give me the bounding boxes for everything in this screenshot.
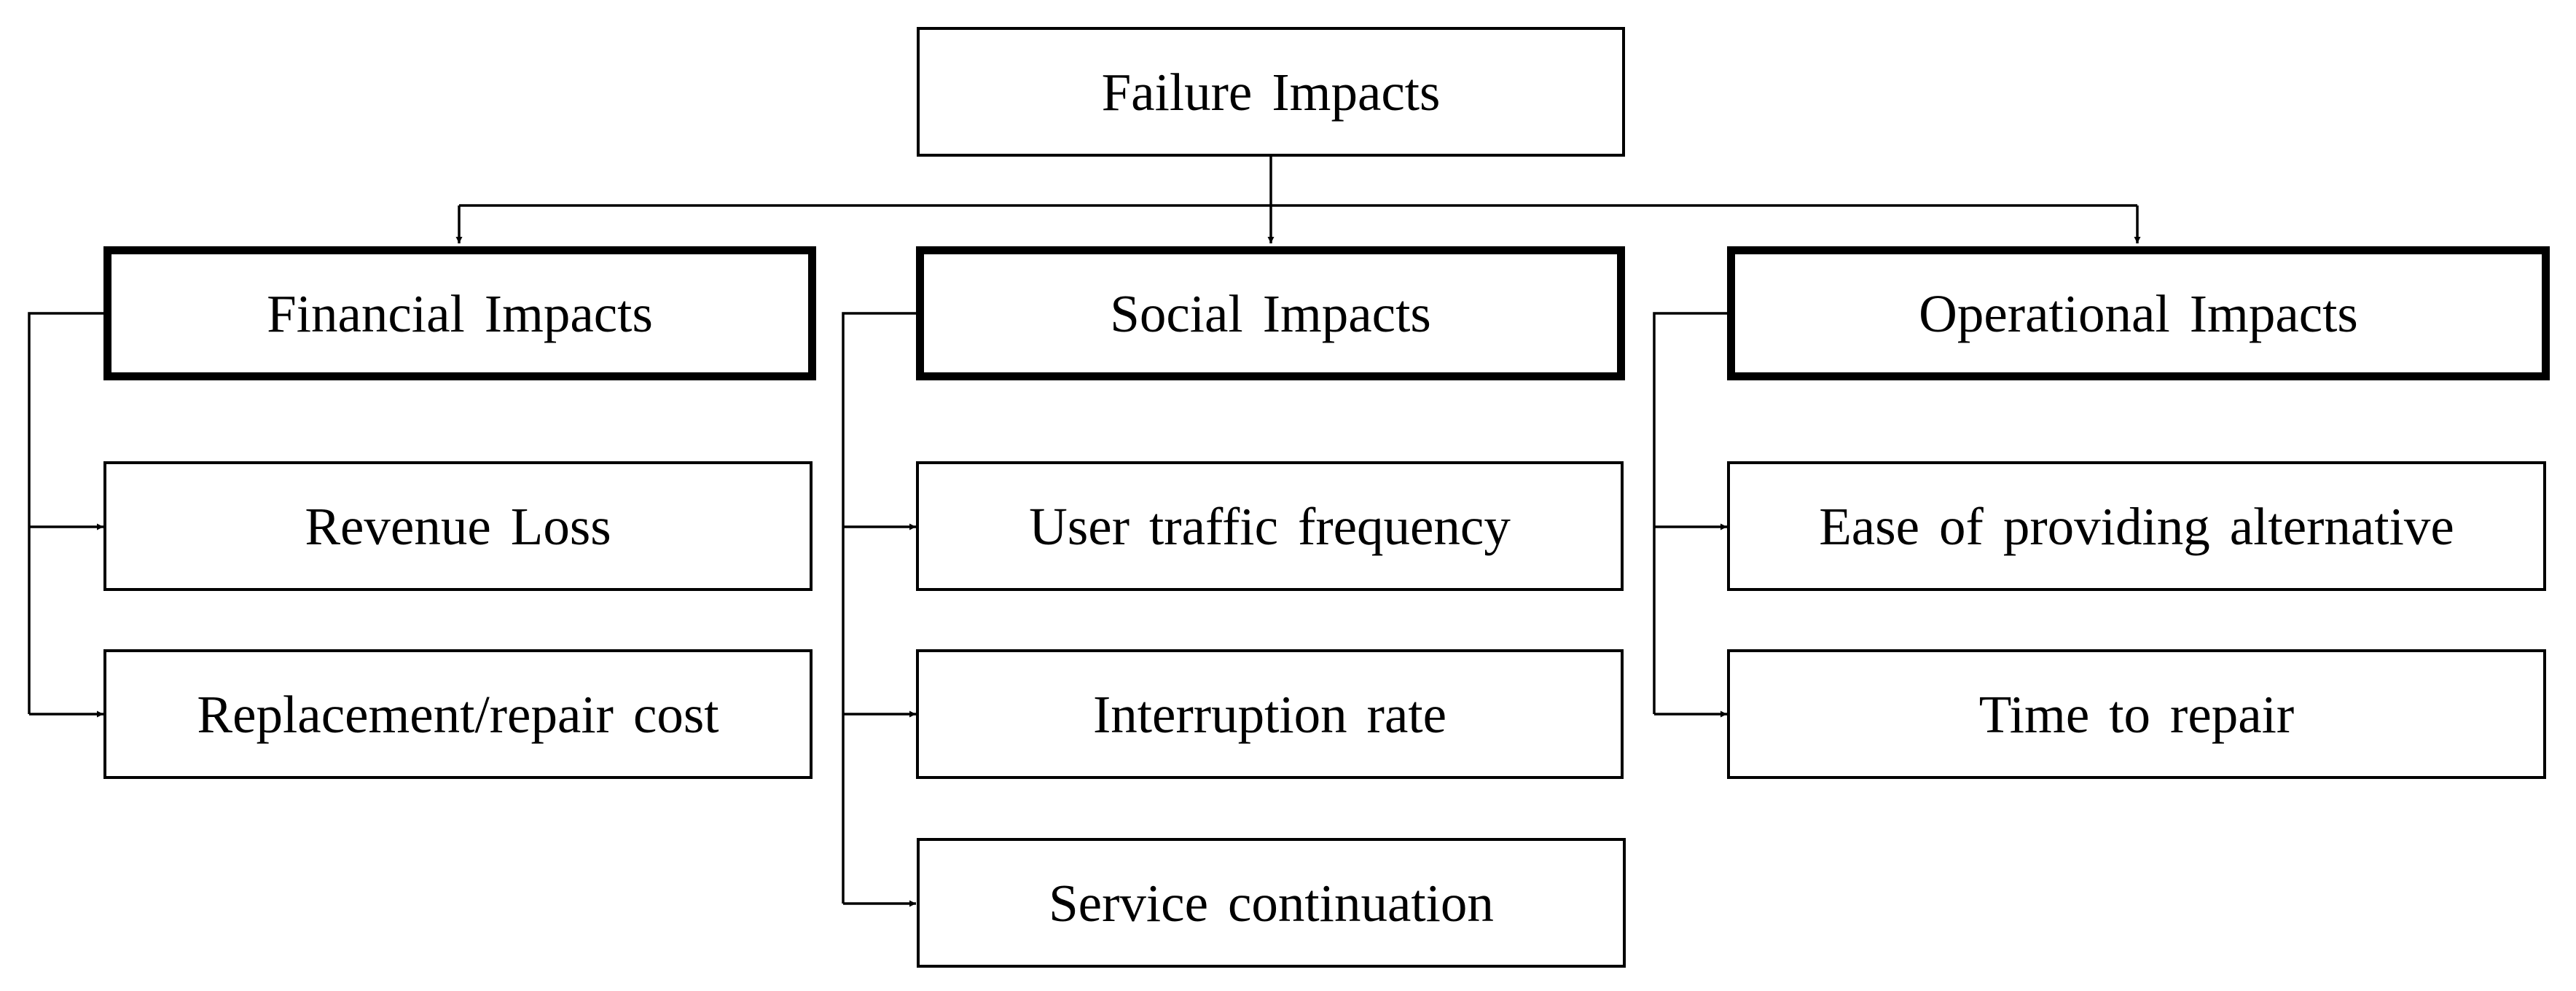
- item-node-time-to-repair: Time to repair: [1727, 649, 2546, 779]
- item-node-revenue-loss: Revenue Loss: [103, 461, 813, 591]
- item-node-service-continuation: Service continuation: [917, 838, 1626, 968]
- category-node-social: Social Impacts: [916, 246, 1625, 380]
- item-label: Interruption rate: [1092, 684, 1447, 744]
- item-label: Service continuation: [1049, 873, 1494, 933]
- item-node-replacement-repair-cost: Replacement/repair cost: [103, 649, 813, 779]
- root-node-failure-impacts: Failure Impacts: [917, 27, 1625, 157]
- item-label: Time to repair: [1978, 684, 2295, 744]
- item-label: User traffic frequency: [1029, 496, 1511, 556]
- category-node-financial: Financial Impacts: [103, 246, 816, 380]
- social-spine: [842, 312, 916, 904]
- category-label-financial: Financial Impacts: [267, 283, 653, 343]
- financial-spine: [28, 312, 103, 714]
- item-label: Ease of providing alternative: [1819, 496, 2454, 556]
- category-label-social: Social Impacts: [1110, 283, 1431, 343]
- item-node-interruption-rate: Interruption rate: [916, 649, 1624, 779]
- category-label-operational: Operational Impacts: [1919, 283, 2358, 343]
- root-node-label: Failure Impacts: [1101, 62, 1441, 122]
- category-node-operational: Operational Impacts: [1727, 246, 2550, 380]
- item-label: Replacement/repair cost: [197, 684, 719, 744]
- operational-spine: [1653, 312, 1727, 714]
- item-label: Revenue Loss: [305, 496, 611, 556]
- item-node-user-traffic-frequency: User traffic frequency: [916, 461, 1624, 591]
- item-node-ease-of-providing-alternative: Ease of providing alternative: [1727, 461, 2546, 591]
